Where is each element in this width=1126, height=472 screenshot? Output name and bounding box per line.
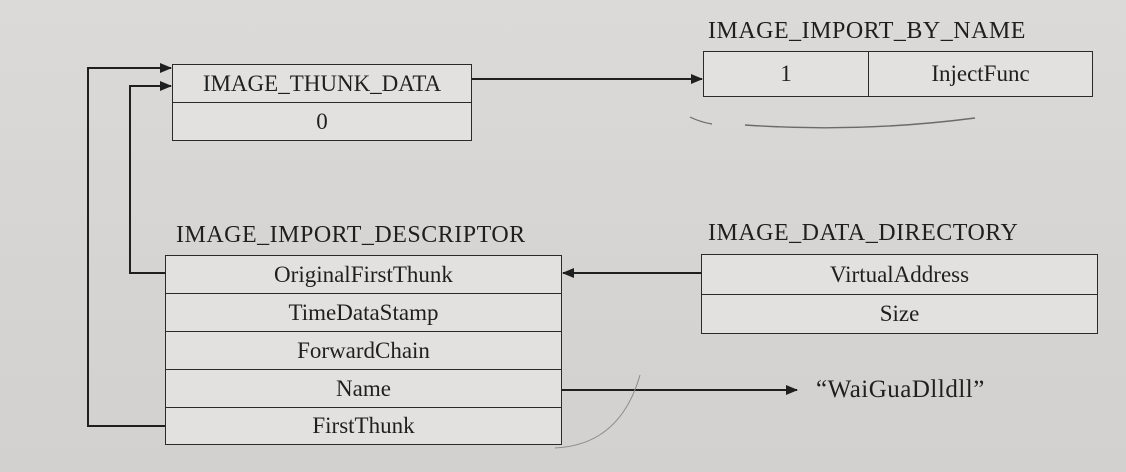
import-by-name-title: IMAGE_IMPORT_BY_NAME bbox=[708, 18, 1026, 44]
data-directory-title: IMAGE_DATA_DIRECTORY bbox=[708, 220, 1019, 246]
import-by-name-box: 1 InjectFunc bbox=[703, 51, 1093, 97]
thunk-data-title: IMAGE_THUNK_DATA bbox=[173, 65, 471, 103]
dll-name-string: “WaiGuaDlldll” bbox=[816, 376, 985, 403]
hint-cell: 1 bbox=[704, 52, 869, 96]
pencil-mark bbox=[744, 117, 976, 129]
first-thunk-arrow bbox=[87, 63, 172, 427]
field-name: Name bbox=[166, 370, 561, 408]
pencil-mark bbox=[689, 116, 713, 125]
field-forward-chain: ForwardChain bbox=[166, 332, 561, 370]
field-original-first-thunk: OriginalFirstThunk bbox=[166, 256, 561, 294]
pencil-mark bbox=[554, 374, 641, 449]
field-size: Size bbox=[879, 301, 920, 326]
function-name-cell: InjectFunc bbox=[931, 61, 1030, 86]
thunk-data-value: 0 bbox=[316, 108, 328, 134]
field-time-data-stamp: TimeDataStamp bbox=[166, 294, 561, 332]
original-first-thunk-arrow bbox=[129, 81, 172, 274]
field-first-thunk: FirstThunk bbox=[312, 412, 415, 438]
data-directory-box: VirtualAddress Size bbox=[701, 254, 1098, 334]
import-descriptor-box: OriginalFirstThunk TimeDataStamp Forward… bbox=[165, 255, 562, 445]
import-descriptor-title: IMAGE_IMPORT_DESCRIPTOR bbox=[176, 222, 526, 248]
thunk-data-box: IMAGE_THUNK_DATA 0 bbox=[172, 64, 472, 141]
field-virtual-address: VirtualAddress bbox=[702, 255, 1097, 295]
